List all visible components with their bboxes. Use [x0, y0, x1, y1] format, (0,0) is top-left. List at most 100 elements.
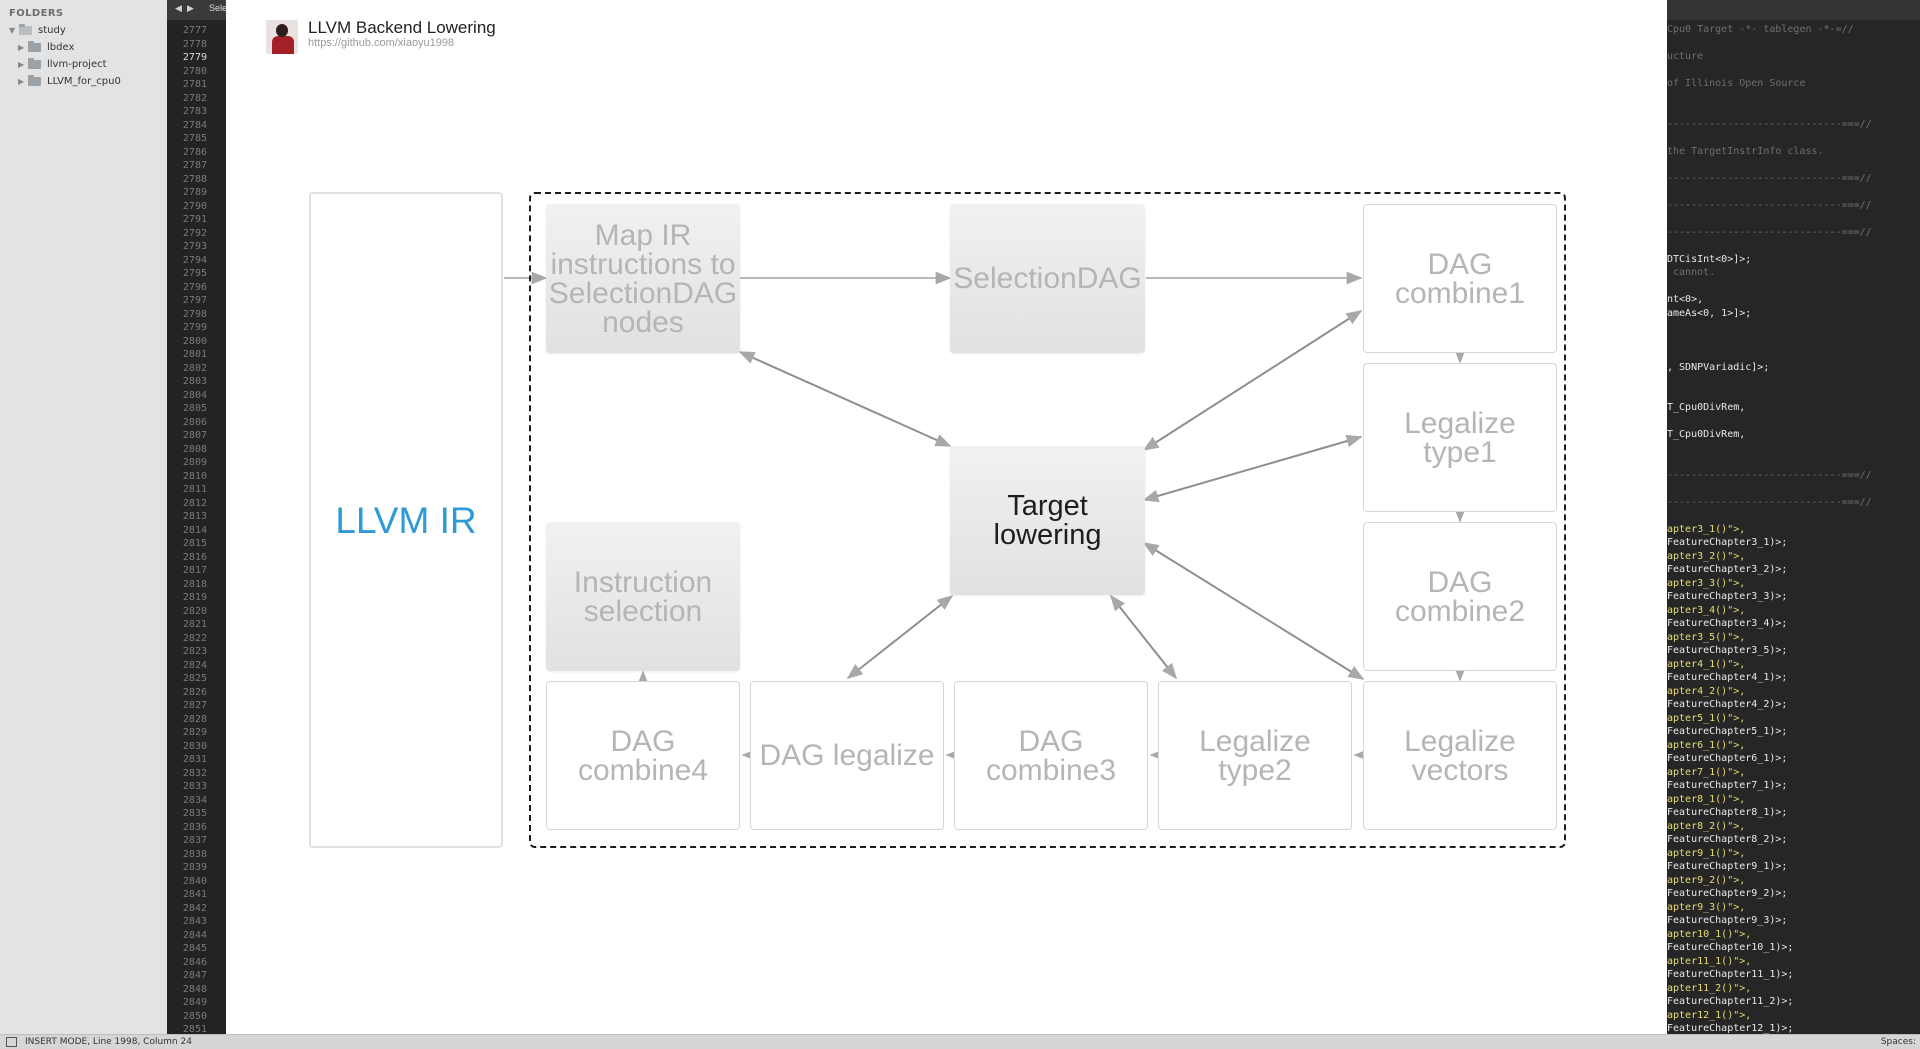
indentation-status[interactable]: Spaces:	[1880, 1037, 1916, 1047]
line-number: 2809	[182, 457, 207, 468]
line-number: 2807	[182, 430, 207, 441]
tree-item-study[interactable]: ▼ study	[9, 22, 66, 38]
slide-title: LLVM Backend Lowering	[308, 18, 496, 37]
arrow-legtype1-target	[1142, 434, 1363, 503]
code-line: FeatureChapter11_1)>;	[1667, 969, 1794, 980]
line-number: 2817	[182, 565, 207, 576]
tree-item-label: lbdex	[47, 41, 75, 53]
editor-tab[interactable]: Sele	[209, 3, 226, 13]
line-number: 2840	[182, 875, 207, 887]
code-line: apter4_2()">,	[1667, 685, 1746, 697]
tree-item-llvm-for-cpu0[interactable]: ▶ LLVM_for_cpu0	[18, 73, 121, 89]
code-line: FeatureChapter5_1)>;	[1667, 726, 1788, 737]
collapsed-triangle-icon[interactable]: ▶	[18, 76, 25, 86]
folder-icon	[28, 57, 41, 69]
line-number: 2825	[182, 673, 207, 684]
line-number: 2829	[182, 727, 207, 738]
code-line: apter11_1()">,	[1667, 955, 1752, 967]
node-selection-dag: SelectionDAG	[950, 204, 1145, 353]
line-number: 2820	[182, 605, 207, 617]
tab-next-icon[interactable]: ▶	[187, 3, 194, 13]
line-number: 2795	[182, 268, 207, 279]
code-line: ameAs<0, 1>]>;	[1667, 307, 1752, 319]
arrow-target-daglegalize	[846, 595, 954, 679]
code-line: FeatureChapter3_1)>;	[1667, 537, 1788, 548]
code-line: apter8_2()">,	[1667, 820, 1746, 832]
line-number: 2783	[182, 106, 207, 117]
arrow-target-legtype2	[1110, 594, 1177, 680]
line-number: 2838	[182, 848, 207, 860]
code-line: apter12_1()">,	[1667, 1009, 1752, 1021]
tree-item-llvm-project[interactable]: ▶ llvm-project	[18, 56, 107, 72]
node-dag-combine3: DAG combine3	[954, 681, 1148, 830]
line-number: 2777	[182, 25, 207, 36]
line-number: 2778	[182, 38, 207, 50]
line-number: 2816	[182, 551, 207, 563]
code-line: cannot.	[1667, 267, 1716, 278]
code-line: apter9_3()">,	[1667, 901, 1746, 913]
code-view-tabbar	[1667, 0, 1920, 20]
code-line: apter6_1()">,	[1667, 739, 1746, 751]
code-line: the TargetInstrInfo class.	[1667, 145, 1824, 157]
code-line: FeatureChapter11_2)>;	[1667, 996, 1794, 1007]
code-line: apter9_2()">,	[1667, 874, 1746, 886]
expanded-triangle-icon[interactable]: ▼	[9, 25, 16, 35]
line-number: 2826	[182, 686, 207, 698]
line-number: 2821	[182, 619, 207, 630]
code-line: FeatureChapter8_1)>;	[1667, 807, 1788, 818]
code-line: FeatureChapter6_1)>;	[1667, 753, 1788, 764]
tab-prev-icon[interactable]: ◀	[175, 3, 182, 13]
code-line: T_Cpu0DivRem,	[1667, 429, 1746, 440]
line-number: 2790	[182, 200, 207, 212]
code-line: FeatureChapter4_1)>;	[1667, 672, 1788, 683]
line-number: 2794	[182, 254, 207, 266]
line-number: 2804	[182, 389, 207, 401]
code-line: FeatureChapter3_3)>;	[1667, 591, 1788, 602]
line-number: 2796	[182, 281, 207, 293]
code-line: apter3_1()">,	[1667, 523, 1746, 535]
line-number: 2806	[182, 416, 207, 428]
node-target-lowering: Target lowering	[950, 446, 1145, 595]
code-line: apter5_1()">,	[1667, 712, 1746, 724]
code-line: FeatureChapter10_1)>;	[1667, 942, 1794, 953]
code-line: FeatureChapter7_1)>;	[1667, 780, 1788, 791]
code-line: FeatureChapter9_1)>;	[1667, 861, 1788, 872]
line-number: 2845	[182, 943, 207, 954]
line-number: 2811	[182, 484, 207, 495]
line-number: 2832	[182, 767, 207, 779]
line-number: 2830	[182, 740, 207, 752]
line-number: 2839	[182, 862, 207, 873]
line-number: 2789	[182, 187, 207, 198]
code-line: FeatureChapter3_4)>;	[1667, 618, 1788, 629]
line-number: 2837	[182, 835, 207, 846]
arrow-legvectors-target	[1142, 542, 1365, 680]
node-map-ir: Map IR instructions to SelectionDAG node…	[546, 204, 740, 353]
code-line: FeatureChapter9_3)>;	[1667, 915, 1788, 926]
collapsed-triangle-icon[interactable]: ▶	[18, 59, 25, 69]
code-line: apter3_2()">,	[1667, 550, 1746, 562]
code-line: nt<0>,	[1667, 294, 1704, 305]
line-number: 2805	[182, 403, 207, 414]
code-line: apter7_1()">,	[1667, 766, 1746, 778]
line-number: 2801	[182, 349, 207, 360]
line-number: 2798	[182, 308, 207, 320]
sidebar: FOLDERS ▼ study ▶ lbdex ▶ llvm-project ▶…	[0, 0, 168, 1048]
line-number: 2792	[182, 227, 207, 239]
node-instruction-selection: Instruction selection	[546, 522, 740, 671]
code-line: apter3_3()">,	[1667, 577, 1746, 589]
folder-icon	[28, 40, 41, 52]
line-number: 2814	[182, 524, 207, 536]
arrow-combine1-target	[1142, 310, 1363, 451]
node-legalize-vectors: Legalize vectors	[1363, 681, 1557, 830]
line-number: 2791	[182, 214, 207, 225]
tree-item-lbdex[interactable]: ▶ lbdex	[18, 39, 74, 55]
code-line: FeatureChapter12_1)>;	[1667, 1023, 1794, 1034]
collapsed-triangle-icon[interactable]: ▶	[18, 42, 25, 52]
line-number: 2813	[182, 511, 207, 522]
line-number: 2819	[182, 592, 207, 603]
line-number: 2787	[182, 160, 207, 171]
panel-toggle-icon[interactable]	[6, 1037, 17, 1047]
